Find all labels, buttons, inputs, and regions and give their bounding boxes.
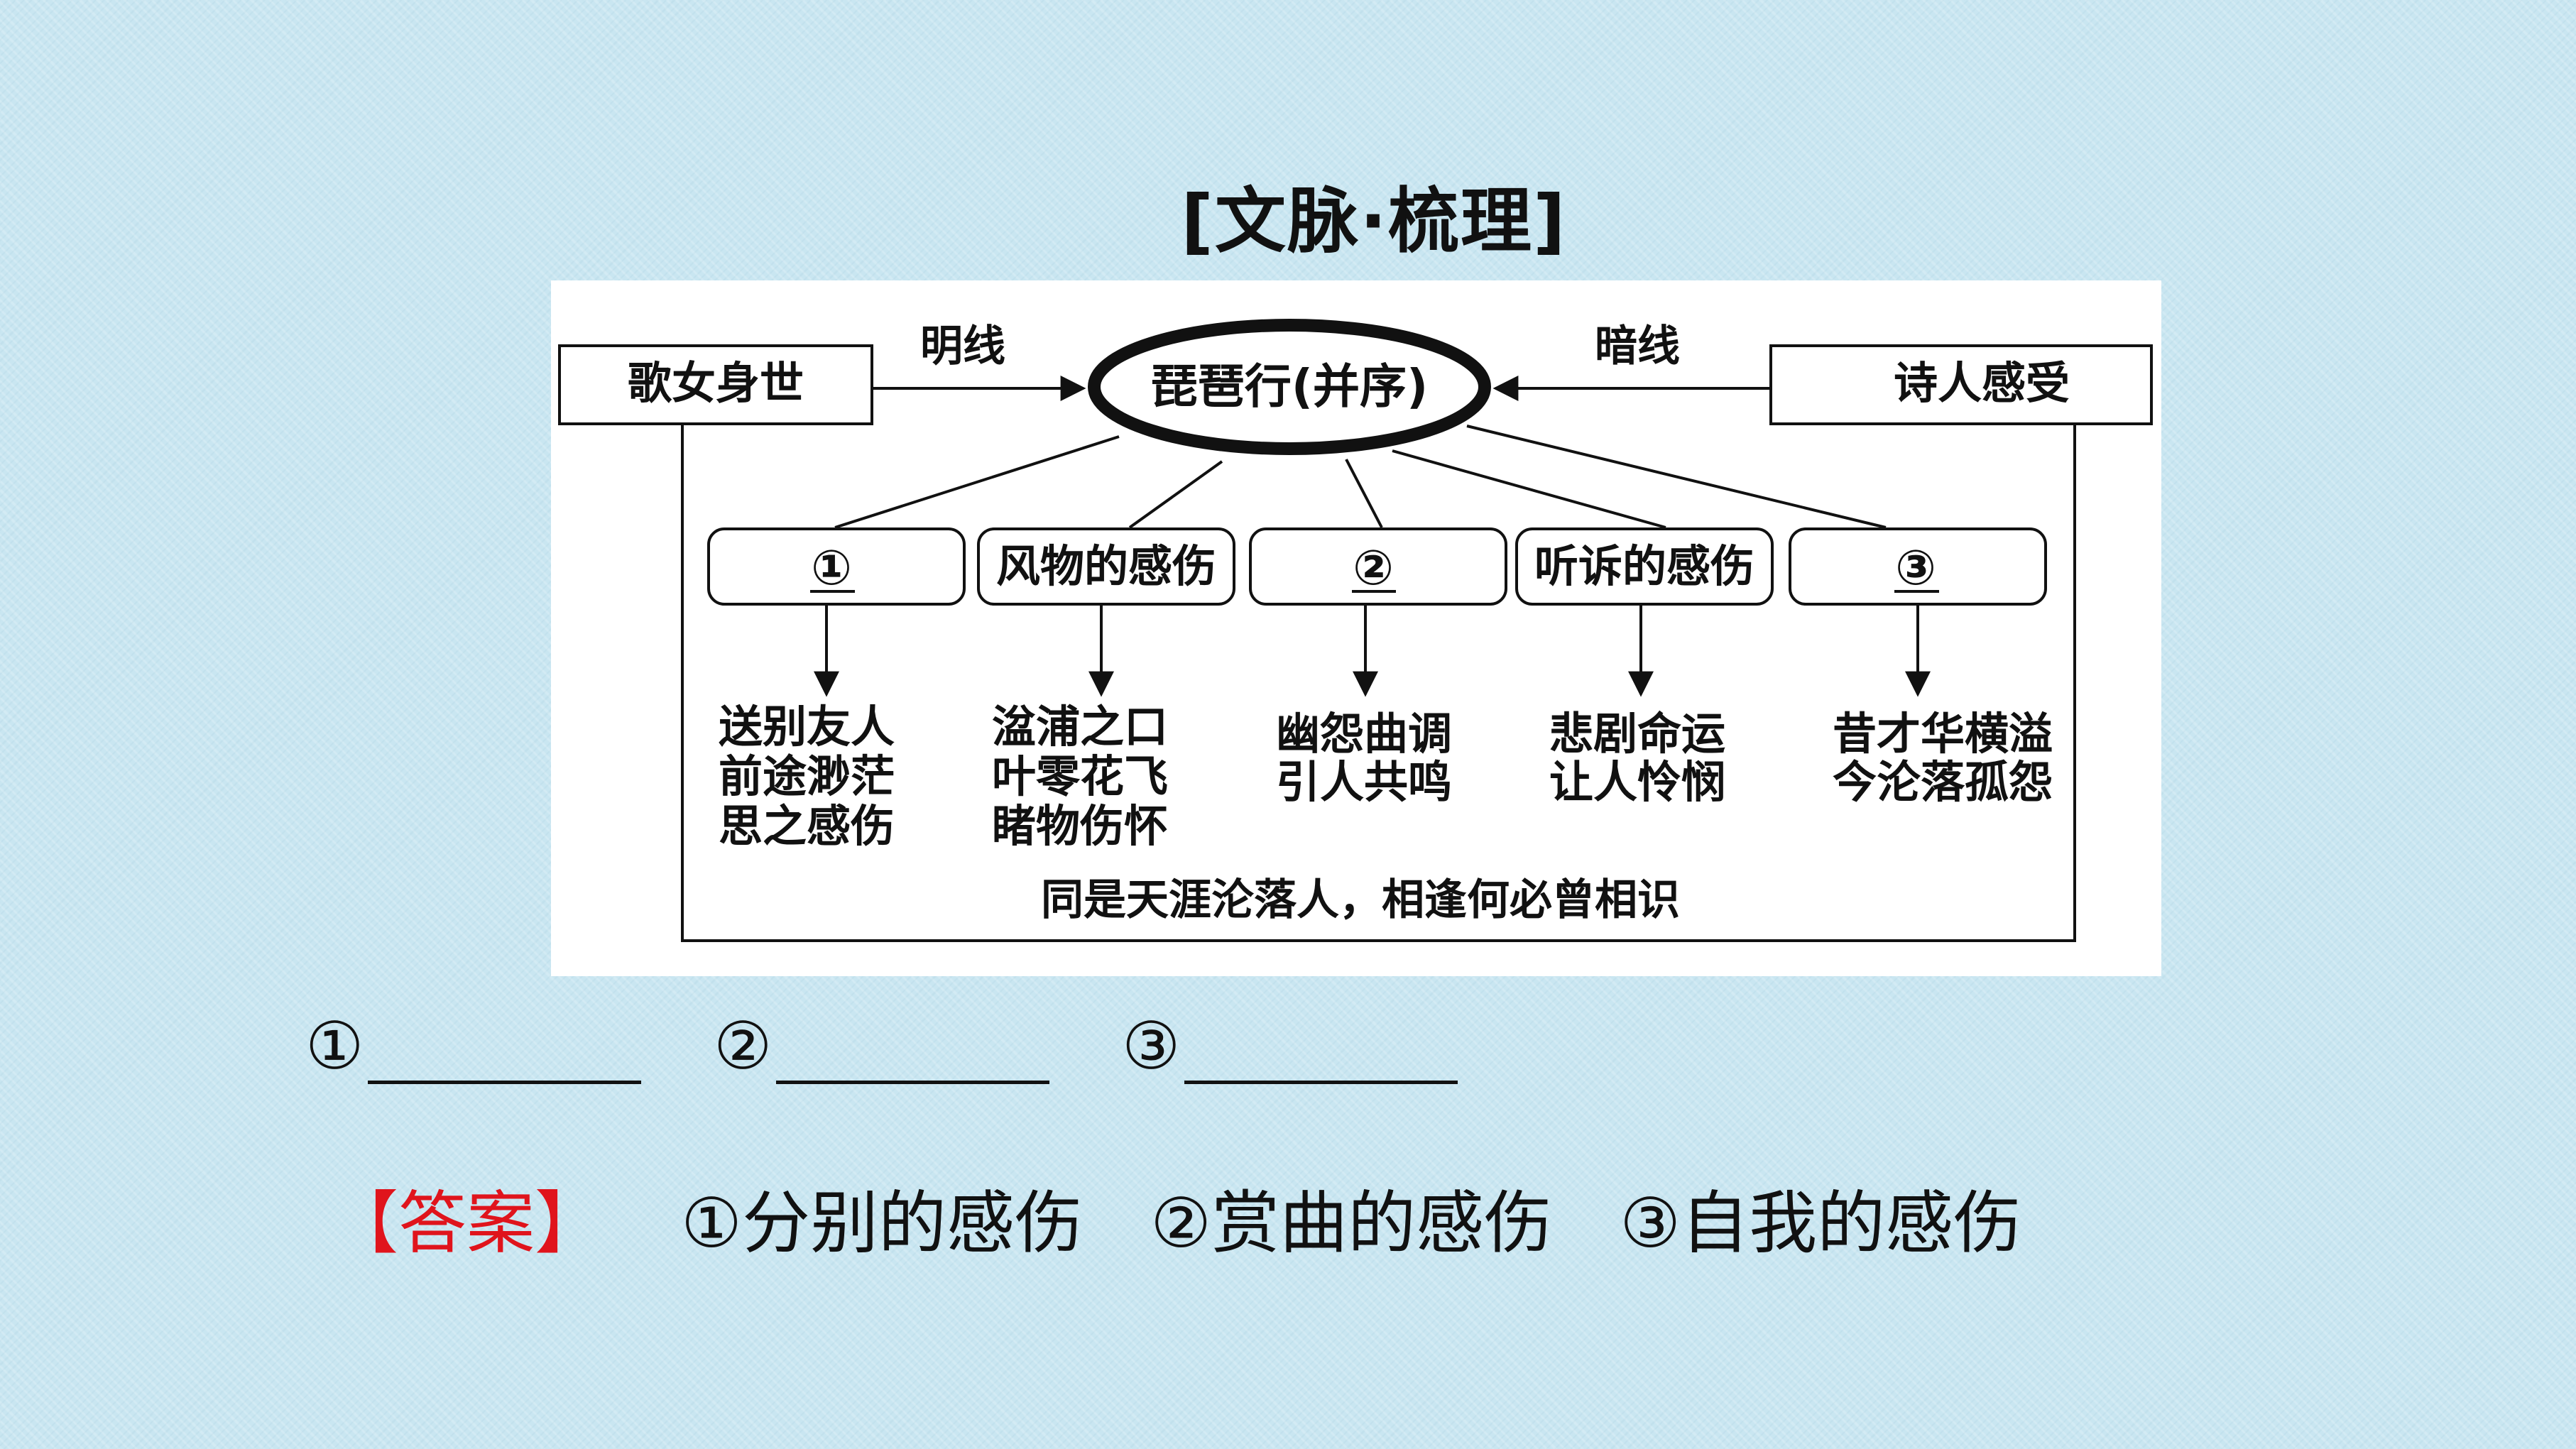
left-box-label: 歌女身世	[628, 357, 804, 409]
blank-2[interactable]: ②	[714, 1008, 1050, 1084]
diagram-panel: 歌女身世 诗人感受 明线 暗线 琵琶行(并序) ① 风物的感伤 ② 听诉的感伤 …	[551, 280, 2161, 976]
detail-1-line-2: 前途渺茫	[719, 750, 895, 802]
right-box	[1769, 344, 2153, 425]
detail-4-line-1: 悲剧命运	[1549, 708, 1725, 760]
blank-1[interactable]: ①	[305, 1008, 642, 1084]
detail-2-line-2: 叶零花飞	[992, 750, 1168, 802]
blank-1-line	[368, 1017, 642, 1084]
page-title: [文脉·梳理]	[1181, 180, 1567, 263]
stage-box-3	[1249, 527, 1507, 606]
detail-2-line-1: 湓浦之口	[992, 701, 1168, 753]
center-label: 琵琶行(并序)	[1151, 359, 1428, 414]
branch-line-5	[1466, 425, 1887, 529]
detail-5-line-2: 今沦落孤怨	[1833, 756, 2053, 808]
stage-box-2	[977, 527, 1235, 606]
answer-item-3: ③自我的感伤	[1620, 1183, 2022, 1263]
stage-label-1: ①	[811, 540, 852, 596]
left-box	[558, 344, 873, 425]
right-box-label: 诗人感受	[1894, 357, 2070, 409]
right-arrow-label: 暗线	[1595, 322, 1680, 371]
answer-tag: 【答案】	[330, 1183, 603, 1263]
branch-line-4	[1392, 449, 1666, 529]
answer-row: 【答案】 ①分别的感伤 ②赏曲的感伤 ③自我的感伤	[330, 1168, 2089, 1267]
stage-box-4	[1515, 527, 1774, 606]
detail-4-line-2: 让人怜悯	[1549, 756, 1725, 808]
blank-2-line	[776, 1017, 1050, 1084]
left-arrow-label: 明线	[920, 322, 1005, 371]
stage-label-3: ②	[1353, 540, 1394, 596]
detail-2-line-3: 睹物伤怀	[992, 800, 1168, 852]
detail-3-line-1: 幽怨曲调	[1276, 708, 1452, 760]
blank-1-number: ①	[305, 1008, 364, 1084]
blank-3-line	[1184, 1017, 1458, 1084]
branch-line-3	[1345, 459, 1383, 528]
blank-2-number: ②	[714, 1008, 773, 1084]
answer-item-2: ②赏曲的感伤	[1150, 1183, 1553, 1263]
detail-1-line-1: 送别友人	[719, 701, 895, 753]
stage-box-1	[707, 527, 966, 606]
blank-3[interactable]: ③	[1122, 1008, 1458, 1084]
outer-frame-line	[681, 422, 2076, 942]
branch-line-2	[1128, 460, 1223, 529]
stage-label-4: 听诉的感伤	[1534, 540, 1754, 592]
center-ellipse	[1088, 319, 1491, 455]
detail-1-line-3: 思之感伤	[719, 800, 895, 852]
blank-3-number: ③	[1122, 1008, 1181, 1084]
bottom-quote: 同是天涯沦落人，相逢何必曾相识	[1041, 875, 1680, 925]
stage-label-5: ③	[1895, 540, 1936, 596]
structure-diagram: 歌女身世 诗人感受 明线 暗线 琵琶行(并序) ① 风物的感伤 ② 听诉的感伤 …	[558, 319, 2153, 942]
answer-item-1: ①分别的感伤	[681, 1183, 1084, 1263]
branch-line-1	[834, 435, 1120, 529]
stage-label-2: 风物的感伤	[996, 540, 1216, 592]
detail-5-line-1: 昔才华横溢	[1833, 708, 2053, 760]
detail-3-line-2: 引人共鸣	[1276, 756, 1452, 808]
